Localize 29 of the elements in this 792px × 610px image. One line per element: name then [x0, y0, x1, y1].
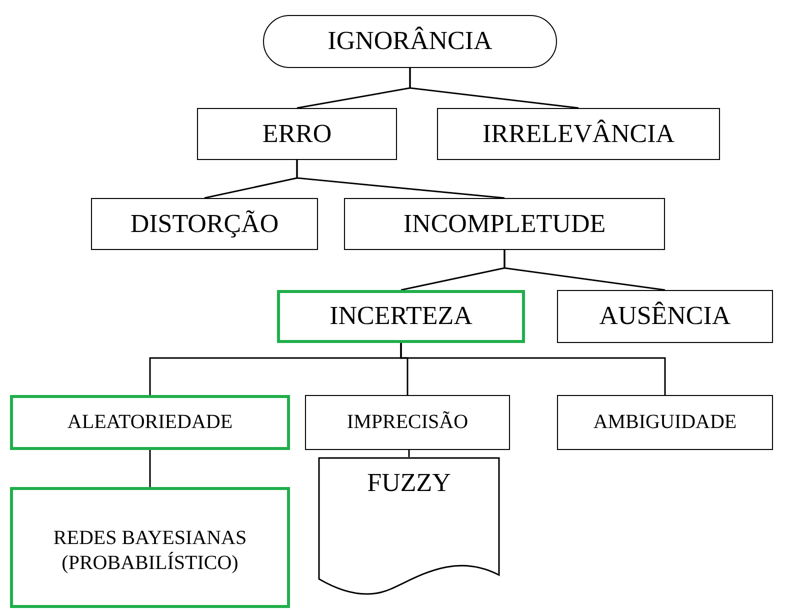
node-label: IRRELEVÂNCIA [482, 118, 675, 150]
node-label: IGNORÂNCIA [328, 25, 492, 58]
node-label: DISTORÇÃO [130, 208, 279, 240]
node-label: REDES BAYESIANAS (PROBABILÍSTICO) [52, 526, 248, 576]
process-box [197, 108, 397, 160]
connector-line [504, 250, 666, 291]
process-box [557, 290, 773, 343]
process-box [10, 395, 290, 450]
process-box [305, 395, 510, 450]
connector-line [400, 343, 666, 395]
connector-line [149, 450, 151, 487]
process-box [437, 108, 720, 160]
document-shape [318, 457, 500, 597]
connector-line [296, 160, 505, 199]
node-label: FUZZY [367, 467, 451, 499]
node-label: INCOMPLETUDE [403, 208, 606, 240]
process-box [91, 198, 318, 250]
process-box [277, 290, 525, 343]
node-label: ERRO [262, 118, 332, 150]
node-label: IMPRECISÃO [346, 410, 468, 435]
node-label: AUSÊNCIA [599, 300, 731, 332]
connector-line [409, 68, 579, 109]
process-box [557, 395, 773, 450]
connector-line [408, 450, 410, 457]
process-box [10, 487, 290, 608]
process-box [344, 198, 665, 250]
node-label: ALEATORIEDADE [67, 410, 233, 435]
node-label: AMBIGUIDADE [593, 410, 737, 435]
node-label: INCERTEZA [330, 300, 472, 332]
